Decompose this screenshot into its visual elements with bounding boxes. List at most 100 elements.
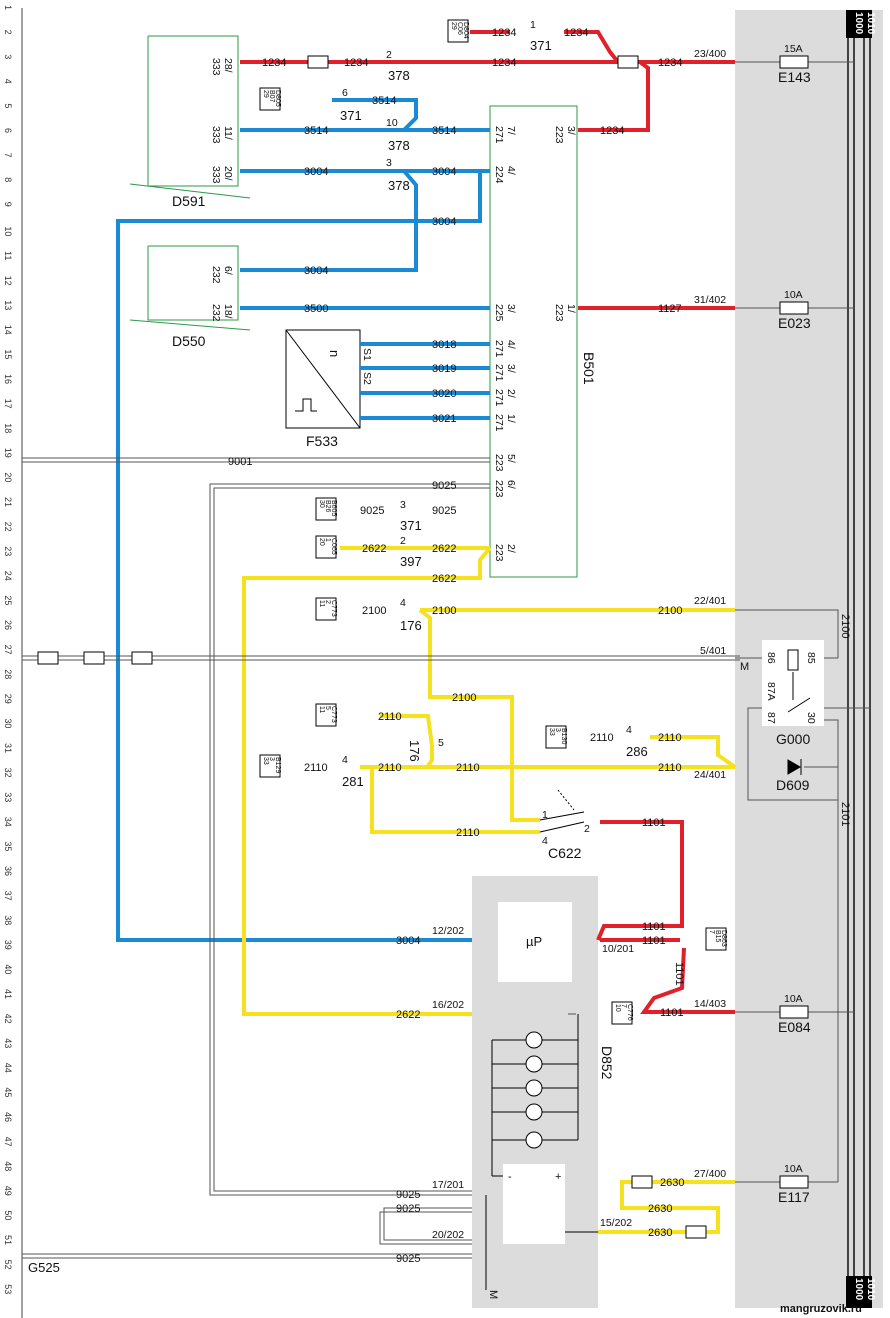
connector-371: 371 xyxy=(340,108,362,123)
pin-label: 333 xyxy=(210,58,222,76)
pin-label: 4 xyxy=(542,835,548,847)
row-number: 7 xyxy=(3,153,13,158)
connector-tag-text: 29 xyxy=(262,90,269,98)
micro-p-label: µP xyxy=(526,934,542,949)
pin-label: 223 xyxy=(553,126,565,144)
wire-number: 2622 xyxy=(432,573,456,585)
connector-tag-text: 3 xyxy=(554,728,561,732)
row-number: 33 xyxy=(3,792,13,802)
row-number: 40 xyxy=(3,964,13,974)
pin-label: 4 xyxy=(626,724,632,736)
wire-number: 3514 xyxy=(432,125,456,137)
wire-number: 1234 xyxy=(564,27,588,39)
row-number: 17 xyxy=(3,399,13,409)
wire-number: 9025 xyxy=(432,480,456,492)
row-number: 52 xyxy=(3,1260,13,1270)
b501-outline xyxy=(489,105,578,578)
wire-number: 1234 xyxy=(658,57,682,69)
wire-number: 2100 xyxy=(658,605,682,617)
connector-tag xyxy=(315,703,337,727)
connector-tag-text: B605 xyxy=(330,500,337,516)
fuse-pin: 27/400 xyxy=(694,1168,726,1180)
pin-label: 1 xyxy=(542,809,548,821)
connector-378: 378 xyxy=(388,68,410,83)
pin-label: 223 xyxy=(493,480,505,498)
blue-wires xyxy=(116,98,490,942)
d550-outline xyxy=(129,245,251,331)
row-number: 46 xyxy=(3,1112,13,1122)
row-number: 45 xyxy=(3,1087,13,1097)
row-number: 35 xyxy=(3,841,13,851)
red-wires xyxy=(240,30,735,1014)
pin-label: 271 xyxy=(493,126,505,144)
wire-number: 2100 xyxy=(362,605,386,617)
pin-label: 4/ xyxy=(505,340,517,349)
pin-label: 2/ xyxy=(505,389,517,398)
wire-number: 9001 xyxy=(228,456,252,468)
rail-label-1000-bot: 1000 xyxy=(853,1278,864,1301)
fuse-rating: 10A xyxy=(784,289,803,301)
fuse-name: E117 xyxy=(778,1189,810,1205)
pin-label: 6/ xyxy=(222,266,234,275)
pin-label: 6 xyxy=(342,87,348,99)
b501-label: B501 xyxy=(581,352,597,385)
row-number: 34 xyxy=(3,817,13,827)
connector-tag-text: 33 xyxy=(262,757,269,765)
row-number: 18 xyxy=(3,423,13,433)
wire-number: 2100 xyxy=(432,605,456,617)
wire-number: 3004 xyxy=(432,216,456,228)
d550-label: D550 xyxy=(172,333,206,349)
pin-label: 10/201 xyxy=(602,943,634,955)
connector-tag xyxy=(545,725,567,749)
row-number: 9 xyxy=(3,202,13,207)
pin-label: 4/ xyxy=(505,166,517,175)
wire-number: 3004 xyxy=(304,265,328,277)
row-number: 41 xyxy=(3,989,13,999)
connector-tag-text: 10 xyxy=(614,1004,621,1012)
wire-number: 2630 xyxy=(660,1177,684,1189)
row-number-ruler: 1234567891011121314151617181920212223242… xyxy=(3,5,13,1294)
c622-label: C622 xyxy=(548,845,582,861)
pin-label: 224 xyxy=(493,166,505,184)
pin-label: 1/ xyxy=(505,414,517,423)
wire-number: 2622 xyxy=(396,1009,420,1021)
pin-label: 15/202 xyxy=(600,1217,632,1229)
row-number: 12 xyxy=(3,276,13,286)
pin-label: 4 xyxy=(400,597,406,609)
connector-371: 371 xyxy=(400,518,422,533)
pin-label: 4 xyxy=(342,754,348,766)
relay-pin: 87A xyxy=(765,682,777,701)
inline-connectors xyxy=(37,55,707,1239)
pin-label: 20/202 xyxy=(432,1229,464,1241)
pin-label: 3/ xyxy=(505,304,517,313)
row-number: 13 xyxy=(3,300,13,310)
pin-label: 5/401 xyxy=(700,645,726,657)
micro-p-box xyxy=(498,902,572,982)
connector-tag-text: 7 xyxy=(620,1004,627,1008)
pin-label: 232 xyxy=(210,266,222,284)
wire-number: 3004 xyxy=(432,166,456,178)
connector-tag xyxy=(447,19,469,43)
wire-number: 1234 xyxy=(492,27,516,39)
row-number: 5 xyxy=(3,103,13,108)
f533-label: F533 xyxy=(306,433,338,449)
wire-number: 2110 xyxy=(304,762,328,774)
wire-number: 9025 xyxy=(360,505,384,517)
s2-label: S2 xyxy=(361,372,373,385)
pin-label: 1 xyxy=(530,19,536,31)
wire-number: 1234 xyxy=(262,57,286,69)
wire-number: 1101 xyxy=(642,935,666,947)
minus-label: - xyxy=(508,1171,512,1183)
wire-number: 2100 xyxy=(839,614,851,638)
connector-378: 378 xyxy=(388,178,410,193)
pin-label: 271 xyxy=(493,389,505,407)
row-number: 21 xyxy=(3,497,13,507)
connector-281: 281 xyxy=(342,774,364,789)
fuse-pin: 23/400 xyxy=(694,48,726,60)
connector-176: 176 xyxy=(400,618,422,633)
row-number: 36 xyxy=(3,866,13,876)
row-number: 43 xyxy=(3,1038,13,1048)
pin-label: 223 xyxy=(493,544,505,562)
pin-label: 5 xyxy=(438,737,444,749)
connector-tag-text: B07 xyxy=(268,90,275,103)
